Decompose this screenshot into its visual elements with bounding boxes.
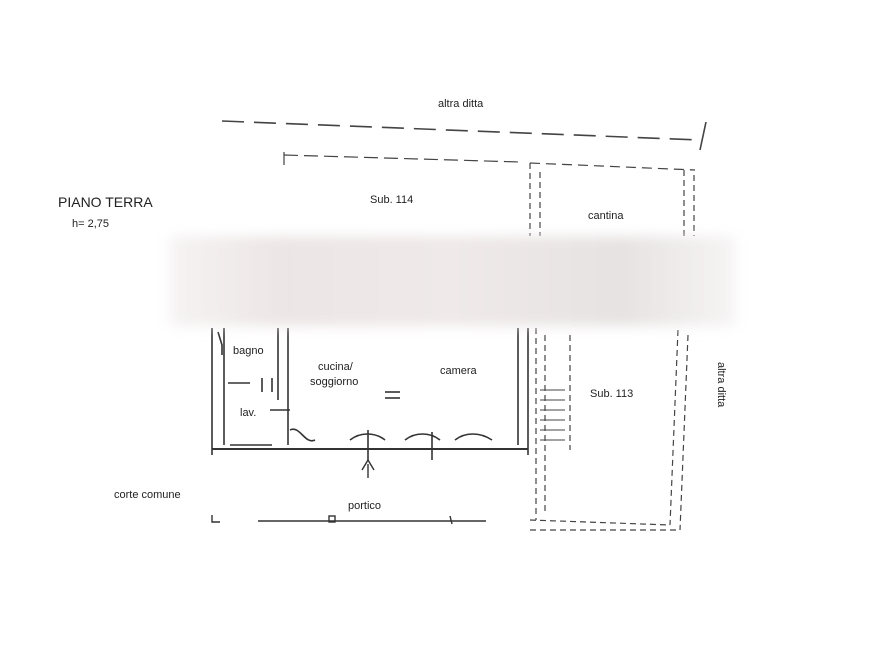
floor-height: h= 2,75 (72, 218, 109, 230)
floor-title: PIANO TERRA (58, 194, 153, 210)
entrance-arrow (361, 458, 375, 478)
sub113-outline (529, 328, 689, 531)
walls (211, 328, 529, 460)
bagno-label: bagno (233, 345, 264, 357)
sub113-label: Sub. 113 (590, 388, 633, 400)
boundary-lines (221, 120, 707, 236)
sub114-label: Sub. 114 (370, 194, 413, 206)
cantina-label: cantina (588, 210, 624, 222)
camera-label: camera (440, 365, 478, 377)
stair (540, 389, 565, 441)
altra-ditta-side-label: altra ditta (715, 362, 727, 408)
soggiorno-label: soggiorno (310, 376, 358, 388)
blurred-region (170, 236, 735, 326)
altra-ditta-top-label: altra ditta (438, 98, 484, 110)
portico-label: portico (348, 500, 381, 512)
cucina-label: cucina/ (318, 361, 354, 373)
lav-label: lav. (240, 407, 256, 419)
corte-comune-label: corte comune (114, 489, 181, 501)
portico-lines (211, 515, 486, 525)
